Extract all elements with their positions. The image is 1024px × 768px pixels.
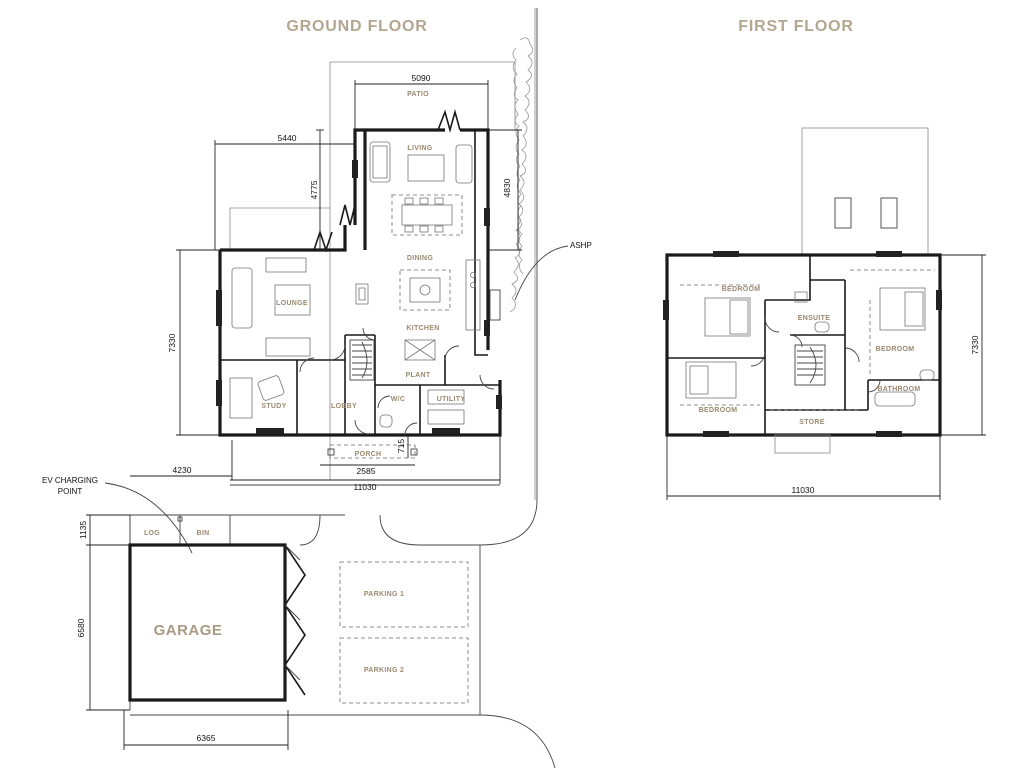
- dim-7330-ground: 7330: [167, 333, 177, 352]
- ground-floor-plan: [216, 109, 502, 459]
- window: [703, 431, 729, 437]
- window: [876, 431, 902, 437]
- first-floor-plan: [663, 127, 942, 454]
- window: [216, 290, 222, 326]
- dim-2585: 2585: [357, 466, 376, 476]
- dim-11030-first: 11030: [791, 485, 814, 495]
- dim-4775: 4775: [309, 180, 319, 199]
- dim-11030-ground: 11030: [353, 482, 376, 492]
- kitchen-island: [399, 259, 481, 361]
- dim-4230: 4230: [173, 465, 192, 475]
- window: [432, 428, 460, 434]
- dim-4830: 4830: [502, 178, 512, 197]
- room-label-porch: PORCH: [355, 451, 382, 458]
- ashp-leader-line: [514, 245, 569, 301]
- parking-bays: [339, 561, 469, 704]
- window: [876, 251, 902, 257]
- garage-dimension-lines: [86, 514, 289, 750]
- dim-6580: 6580: [76, 618, 86, 637]
- window: [484, 208, 490, 226]
- first-floor-title: FIRST FLOOR: [738, 18, 853, 35]
- first-dimension-lines: [666, 254, 986, 500]
- garage-plan: [128, 514, 345, 710]
- window: [496, 395, 502, 409]
- room-label-dining: DINING: [407, 255, 434, 262]
- room-label-wc: W/C: [391, 396, 406, 403]
- dim-5090: 5090: [412, 73, 431, 83]
- dim-715: 715: [396, 439, 406, 453]
- room-label-lounge: LOUNGE: [276, 300, 308, 307]
- ev-label-line2: POINT: [58, 487, 83, 496]
- ev-leader-line: [104, 482, 193, 554]
- garage-bin-label: BIN: [197, 530, 210, 537]
- room-label-ensuite: ENSUITE: [798, 315, 830, 322]
- room-label-study: STUDY: [261, 403, 286, 410]
- room-label-lobby: LOBBY: [331, 403, 357, 410]
- garage-title: GARAGE: [154, 622, 223, 639]
- dining-table: [391, 194, 463, 236]
- dim-7330-first: 7330: [970, 335, 980, 354]
- window: [352, 160, 358, 178]
- window: [484, 320, 490, 336]
- parking-1-label: PARKING 1: [364, 591, 404, 598]
- ashp-unit: [489, 289, 501, 321]
- room-label-kitchen: KITCHEN: [406, 325, 439, 332]
- garage-log-label: LOG: [144, 530, 160, 537]
- hedge: [509, 37, 533, 313]
- ground-dimension-lines: [130, 80, 522, 484]
- room-label-plant: PLANT: [406, 372, 431, 379]
- utility-fittings: [379, 389, 465, 428]
- room-label-patio: PATIO: [407, 91, 429, 98]
- study-furniture: [229, 375, 285, 419]
- room-label-bathroom: BATHROOM: [877, 386, 920, 393]
- dim-6365: 6365: [197, 733, 216, 743]
- window: [216, 380, 222, 406]
- room-label-utility: UTILITY: [437, 396, 466, 403]
- window: [936, 290, 942, 310]
- room-label-bedroom-1: BEDROOM: [722, 286, 761, 293]
- window: [713, 251, 739, 257]
- ground-floor-title: GROUND FLOOR: [286, 18, 427, 35]
- window: [256, 428, 284, 434]
- living-sofa: [369, 141, 473, 184]
- window: [663, 300, 669, 320]
- room-label-living: LIVING: [407, 145, 432, 152]
- parking-2-label: PARKING 2: [364, 667, 404, 674]
- room-label-bedroom-3: BEDROOM: [699, 407, 738, 414]
- ev-label-line1: EV CHARGING: [42, 476, 98, 485]
- lounge-sofa: [231, 257, 369, 357]
- room-label-store: STORE: [799, 419, 825, 426]
- room-label-bedroom-2: BEDROOM: [876, 346, 915, 353]
- site-boundary: [130, 8, 556, 768]
- dim-5440: 5440: [278, 133, 297, 143]
- dim-1135: 1135: [78, 521, 88, 540]
- ashp-label: ASHP: [570, 241, 592, 250]
